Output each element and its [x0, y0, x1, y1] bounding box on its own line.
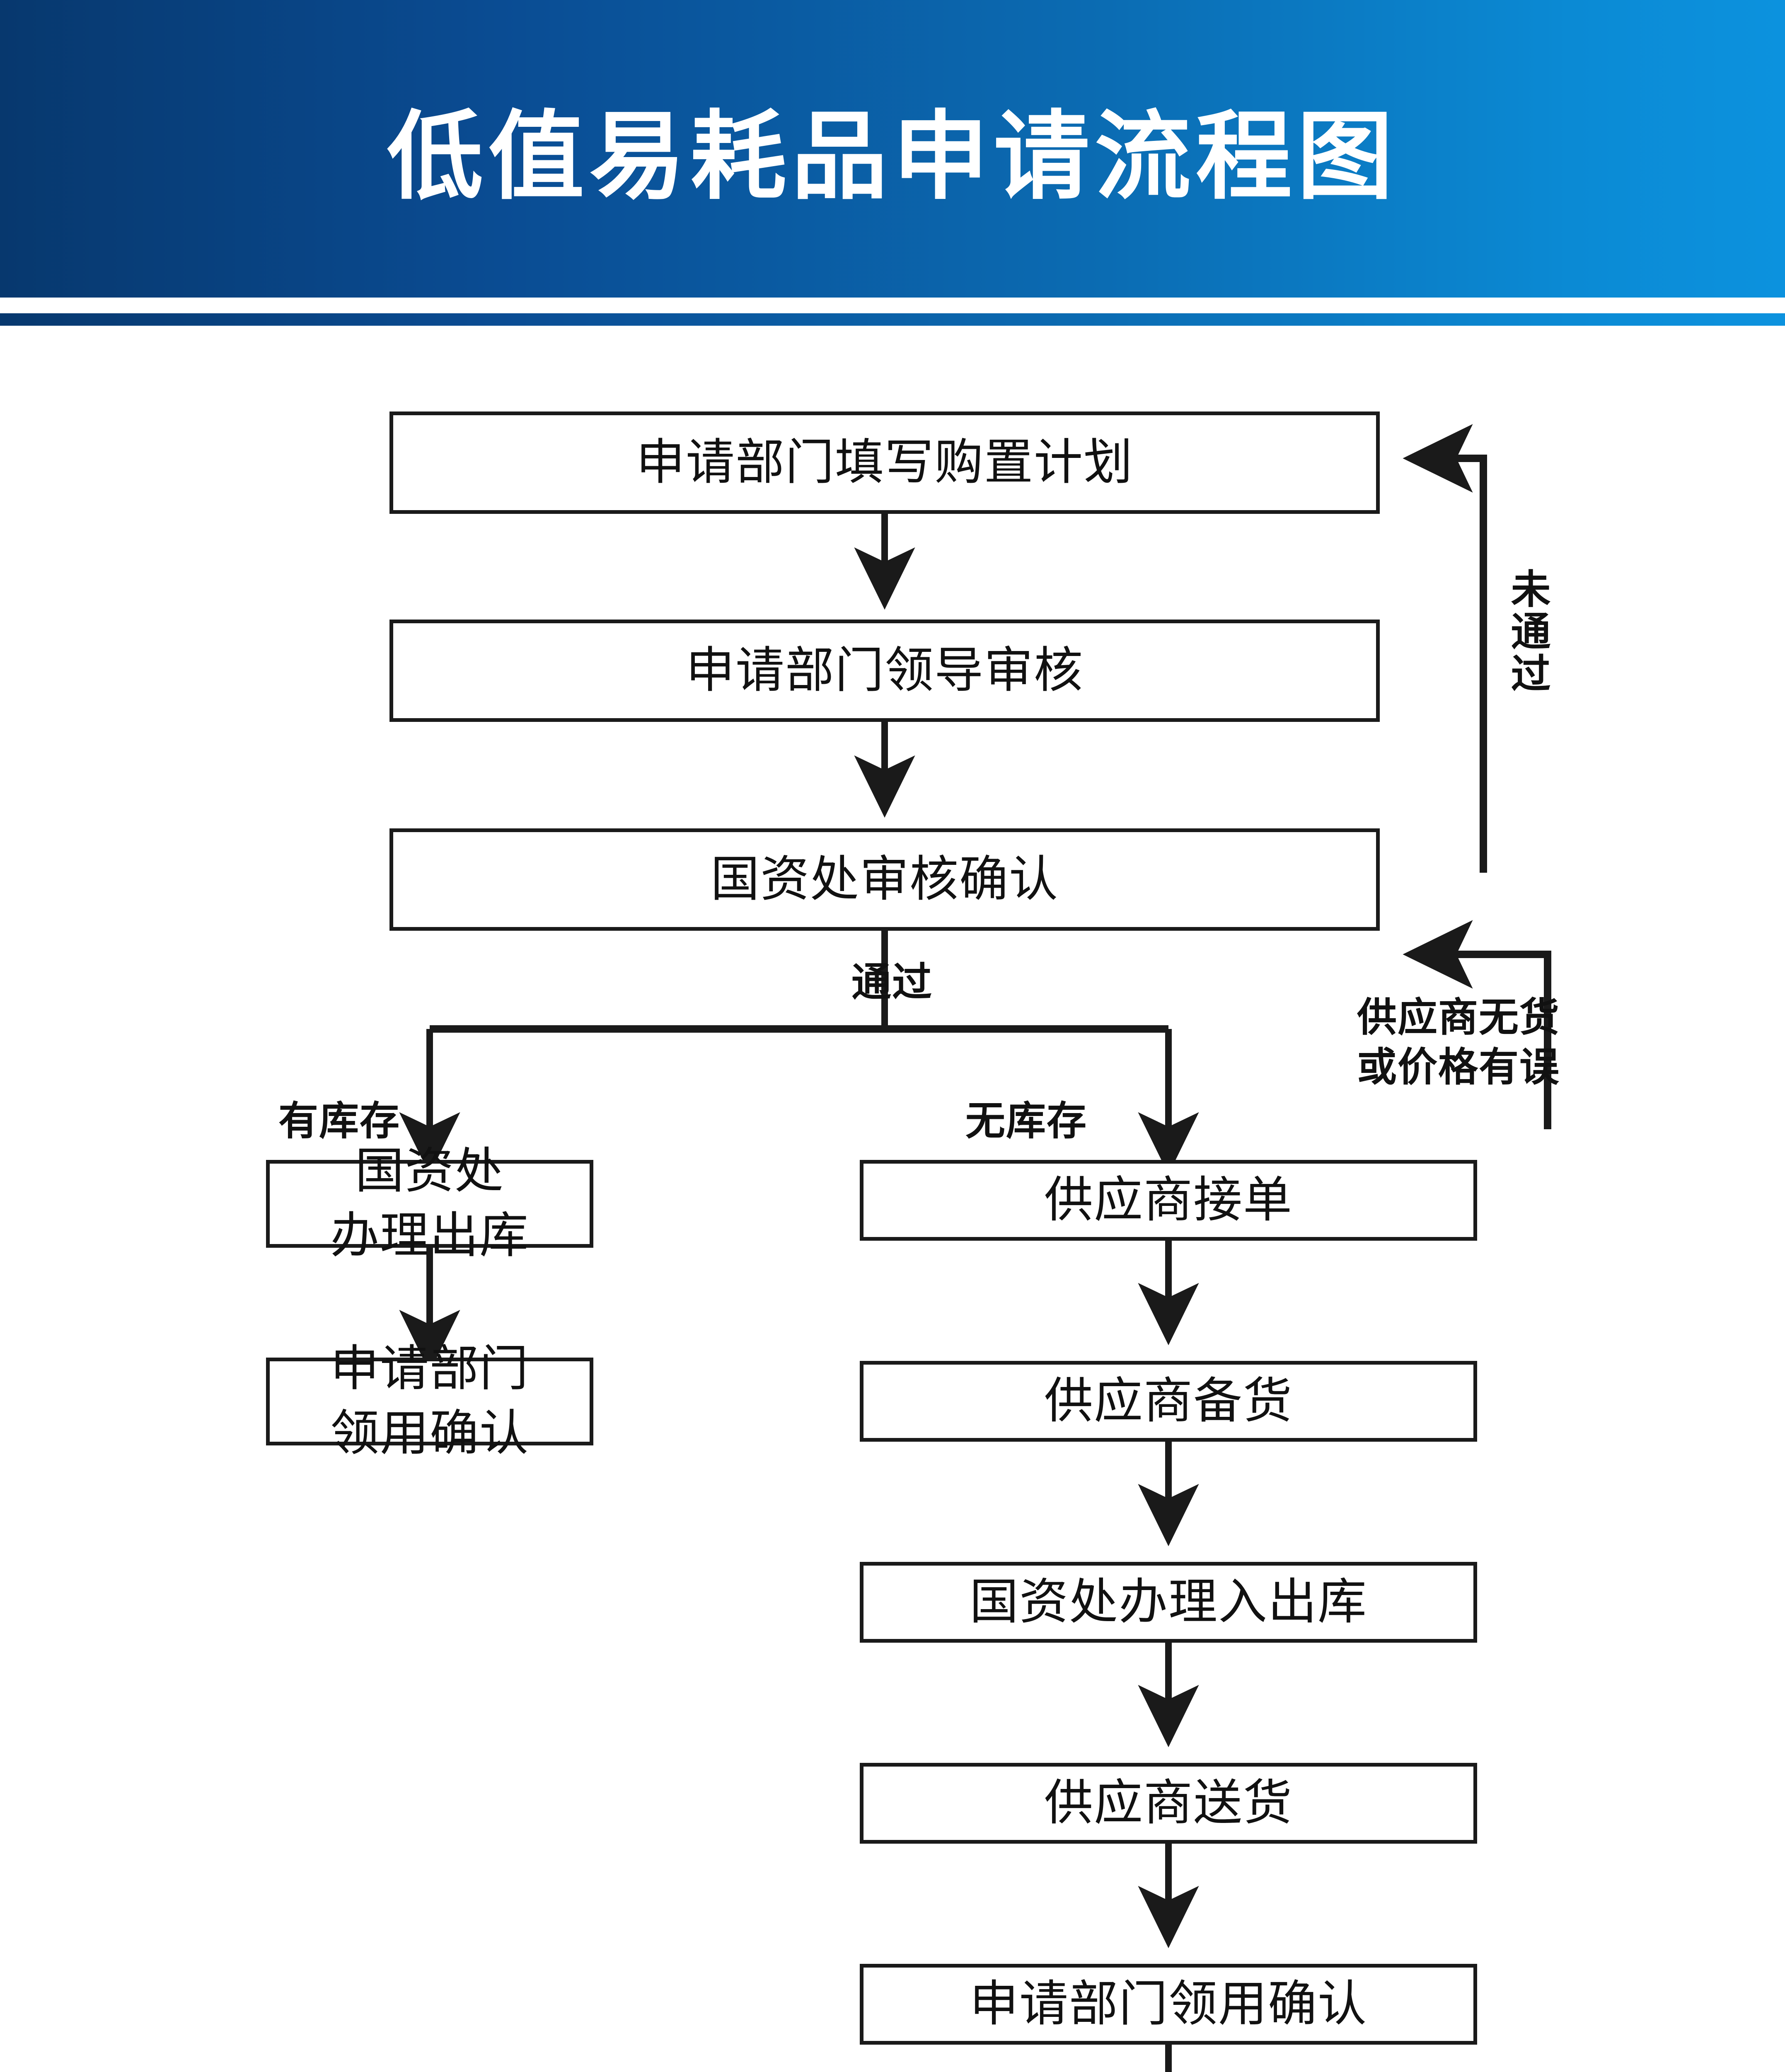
header-accent-stripe — [0, 313, 1785, 326]
edge-n3-n1-fail — [1403, 424, 1487, 873]
flow-node-asset-office-outbound[interactable]: 国资处 办理出库 — [266, 1144, 593, 1263]
flow-node-supplier-prepare-goods[interactable]: 供应商备货 — [860, 1361, 1477, 1442]
page-title: 低值易耗品申请流程图 — [387, 103, 1398, 211]
edge-label-fail: 未通过 — [1505, 568, 1549, 695]
edge-n6-n3-supplier-issue — [1403, 920, 1551, 1129]
flow-node-supplier-deliver[interactable]: 供应商送货 — [860, 1763, 1477, 1844]
flow-node-asset-office-review[interactable]: 国资处审核确认 — [389, 828, 1380, 931]
edge-label-no-stock: 无库存 — [965, 1099, 1087, 1143]
edge-label-pass: 通过 — [851, 960, 933, 1005]
flow-node-supplier-accept-order[interactable]: 供应商接单 — [860, 1160, 1477, 1241]
edge-label-in-stock: 有库存 — [278, 1099, 400, 1143]
flowchart-canvas: 申请部门填写购置计划 申请部门领导审核 国资处审核确认 国资处 办理出库 申请部… — [0, 326, 1785, 2072]
edge-label-supplier-issue: 供应商无货 或价格有误 — [1357, 995, 1560, 1089]
flow-node-asset-office-inbound-outbound[interactable]: 国资处办理入出库 — [860, 1562, 1477, 1643]
flow-node-apply-purchase-plan[interactable]: 申请部门填写购置计划 — [389, 411, 1380, 514]
flow-node-department-receive-confirm-left[interactable]: 申请部门 领用确认 — [266, 1341, 593, 1461]
flow-node-department-leader-review[interactable]: 申请部门领导审核 — [389, 620, 1380, 722]
flowchart-connectors — [399, 424, 1551, 2072]
flow-node-department-receive-confirm-right[interactable]: 申请部门领用确认 — [860, 1964, 1477, 2045]
header-banner — [0, 0, 1785, 298]
